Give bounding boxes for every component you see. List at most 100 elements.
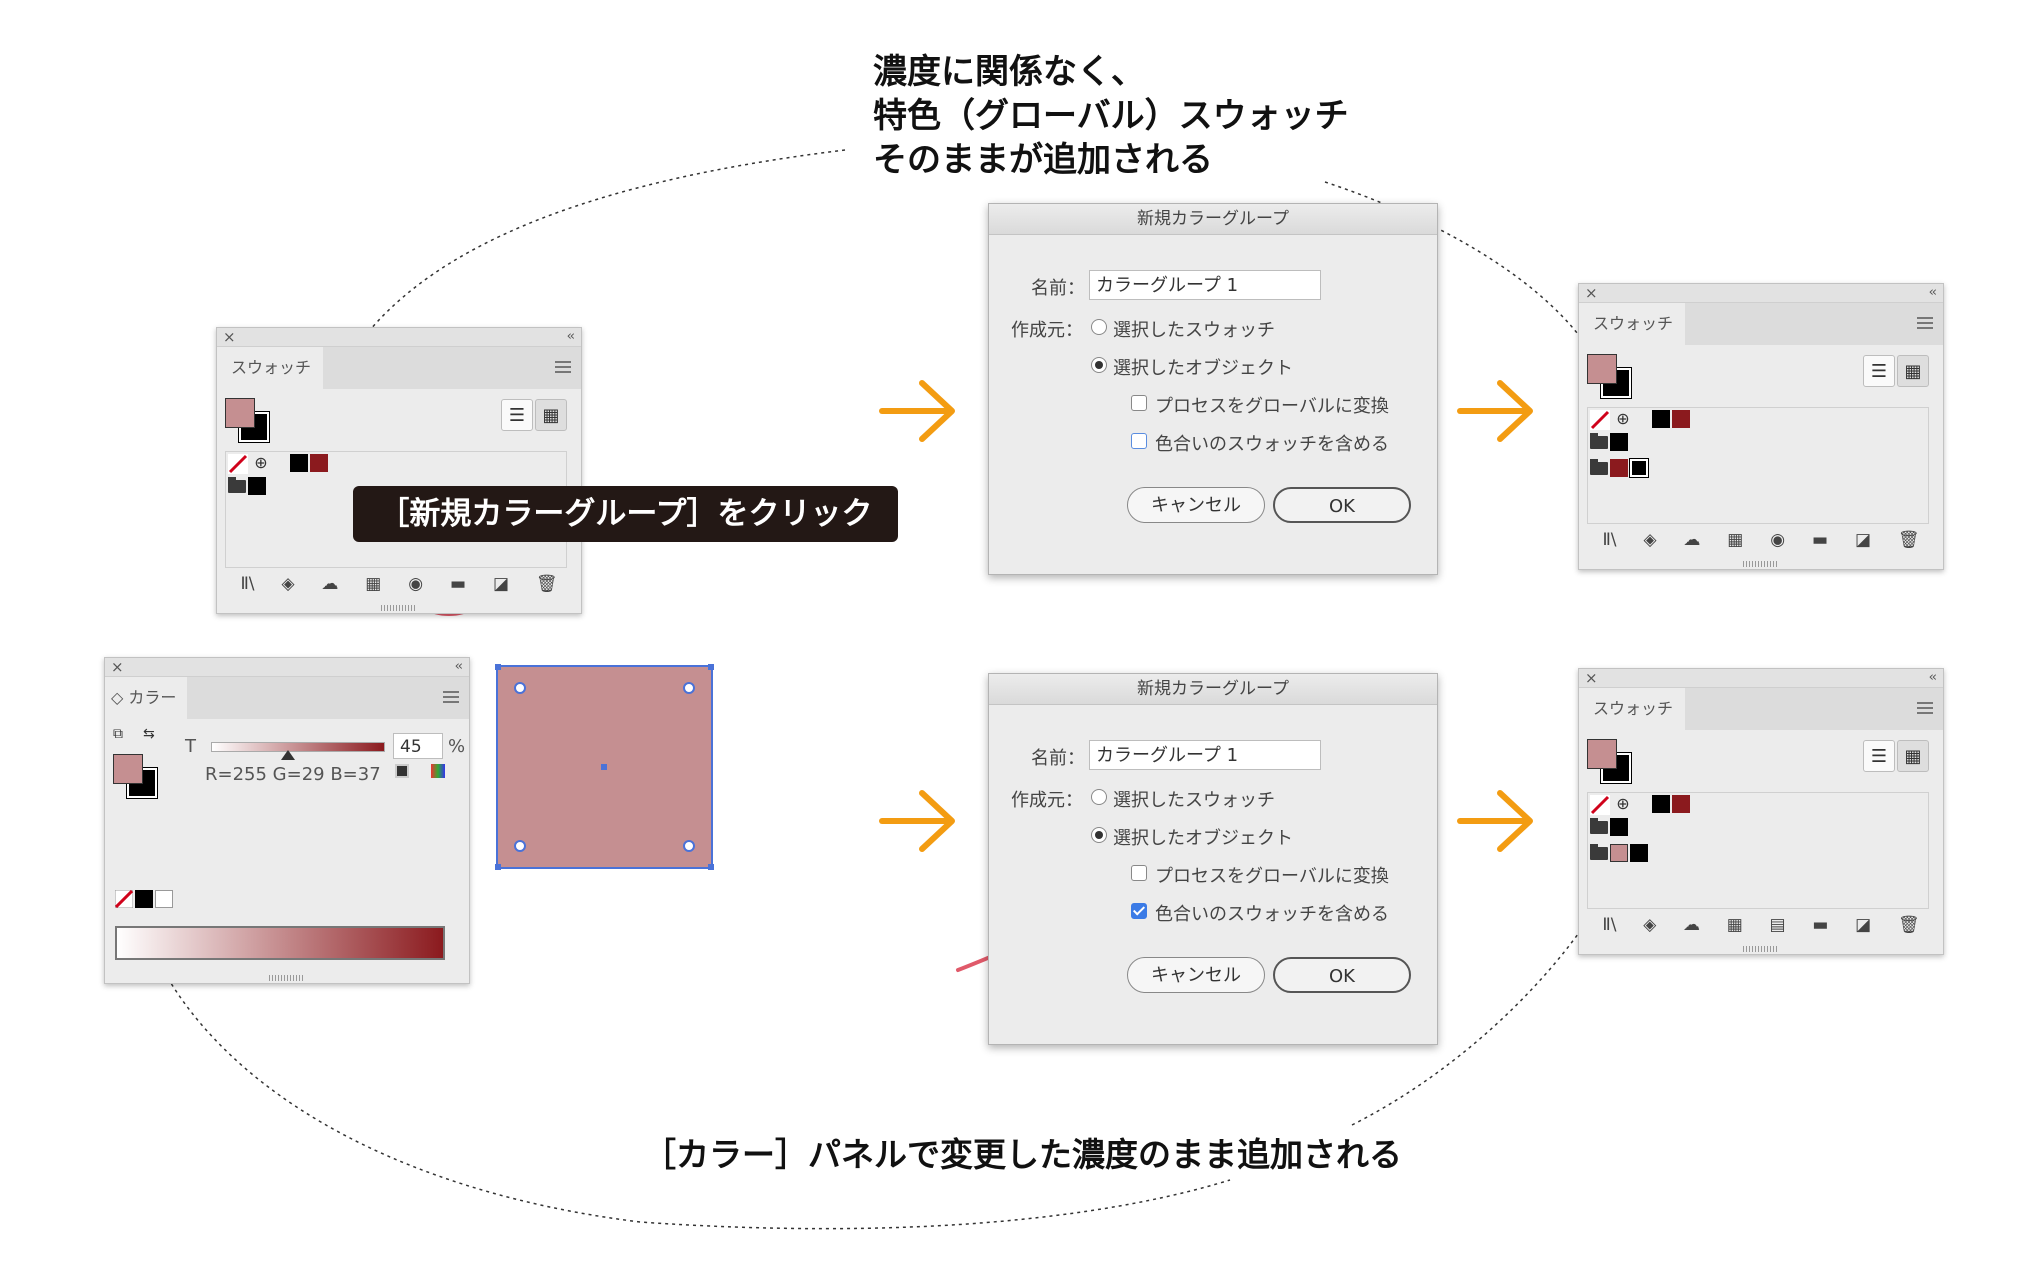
spot-red-swatch[interactable] bbox=[310, 454, 328, 472]
none-color-icon[interactable] bbox=[115, 890, 133, 908]
fill-swatch[interactable] bbox=[1587, 354, 1617, 384]
color-wheel-icon[interactable]: ◉ bbox=[408, 574, 424, 594]
tint-slider[interactable] bbox=[211, 742, 385, 752]
registration-swatch[interactable]: ⊕ bbox=[1616, 794, 1630, 813]
panel-menu-icon[interactable] bbox=[1917, 702, 1933, 714]
tab-swatches[interactable]: スウォッチ bbox=[1579, 303, 1685, 345]
new-color-group-icon[interactable]: ▬ bbox=[1812, 915, 1829, 935]
none-swatch[interactable] bbox=[228, 454, 248, 474]
fill-stroke-widget[interactable] bbox=[1587, 354, 1632, 399]
corner-widget[interactable] bbox=[514, 840, 526, 852]
corner-handle[interactable] bbox=[495, 664, 501, 670]
swatch-list-icon[interactable]: ▤ bbox=[1769, 915, 1786, 935]
tint-value-input[interactable]: 45 bbox=[393, 733, 443, 759]
corner-handle[interactable] bbox=[708, 664, 714, 670]
close-icon[interactable]: × bbox=[1585, 669, 1598, 687]
swatch-options-icon[interactable]: ▦ bbox=[365, 574, 382, 594]
fill-stroke-widget[interactable] bbox=[113, 754, 158, 799]
default-colors-icon[interactable]: ⧉ bbox=[113, 726, 123, 742]
black-quick-swatch[interactable] bbox=[135, 890, 153, 908]
new-swatch-icon[interactable]: ◪ bbox=[492, 574, 509, 594]
group-black-swatch[interactable] bbox=[1610, 433, 1628, 451]
white-quick-swatch[interactable] bbox=[155, 890, 173, 908]
cancel-button[interactable]: キャンセル bbox=[1127, 957, 1265, 993]
radio-selected-objects[interactable] bbox=[1091, 357, 1107, 373]
cloud-icon[interactable]: ☁ bbox=[1683, 530, 1701, 550]
new-group-black-swatch[interactable] bbox=[1629, 458, 1649, 478]
grid-view-icon[interactable]: ▦ bbox=[1897, 740, 1929, 772]
corner-widget[interactable] bbox=[683, 840, 695, 852]
library-icon[interactable]: Ⅱ\ bbox=[240, 574, 255, 594]
show-kinds-icon[interactable]: ◈ bbox=[1643, 915, 1657, 935]
panel-menu-icon[interactable] bbox=[443, 691, 459, 703]
spot-red-swatch[interactable] bbox=[1672, 410, 1690, 428]
registration-swatch[interactable]: ⊕ bbox=[1616, 409, 1630, 428]
close-icon[interactable]: × bbox=[111, 658, 124, 676]
new-swatch-icon[interactable]: ◪ bbox=[1854, 530, 1871, 550]
checkbox-include-tints[interactable] bbox=[1131, 433, 1147, 449]
name-input[interactable]: カラーグループ 1 bbox=[1089, 270, 1321, 300]
out-of-gamut-icon[interactable] bbox=[395, 764, 409, 778]
spot-red-swatch[interactable] bbox=[1672, 795, 1690, 813]
new-group-spot-swatch[interactable] bbox=[1610, 459, 1628, 477]
new-color-group-icon[interactable]: ▬ bbox=[449, 574, 467, 594]
trash-icon[interactable]: 🗑 bbox=[535, 574, 558, 594]
resize-grip[interactable] bbox=[1743, 561, 1779, 567]
group-black-swatch[interactable] bbox=[1610, 818, 1628, 836]
fill-swatch[interactable] bbox=[225, 398, 255, 428]
checkbox-convert-global[interactable] bbox=[1131, 865, 1147, 881]
tint-slider-thumb[interactable] bbox=[281, 750, 296, 760]
radio-selected-objects[interactable] bbox=[1091, 827, 1107, 843]
cloud-icon[interactable]: ☁ bbox=[321, 574, 339, 594]
group-black-swatch[interactable] bbox=[248, 477, 266, 495]
grid-view-icon[interactable]: ▦ bbox=[535, 399, 567, 431]
swap-colors-icon[interactable]: ⇆ bbox=[143, 726, 155, 742]
collapse-icon[interactable]: ‹‹ bbox=[1928, 670, 1938, 685]
cloud-icon[interactable]: ☁ bbox=[1683, 915, 1701, 935]
ok-button[interactable]: OK bbox=[1273, 957, 1411, 993]
corner-widget[interactable] bbox=[683, 682, 695, 694]
new-group-tint-swatch[interactable] bbox=[1610, 844, 1628, 862]
black-swatch[interactable] bbox=[290, 454, 308, 472]
black-swatch[interactable] bbox=[1652, 410, 1670, 428]
grid-view-icon[interactable]: ▦ bbox=[1897, 355, 1929, 387]
resize-grip[interactable] bbox=[269, 975, 305, 981]
library-icon[interactable]: Ⅱ\ bbox=[1602, 915, 1617, 935]
corner-handle[interactable] bbox=[708, 864, 714, 870]
trash-icon[interactable]: 🗑 bbox=[1897, 530, 1920, 550]
resize-grip[interactable] bbox=[381, 605, 417, 611]
show-kinds-icon[interactable]: ◈ bbox=[1643, 530, 1657, 550]
fill-swatch[interactable] bbox=[1587, 739, 1617, 769]
ok-button[interactable]: OK bbox=[1273, 487, 1411, 523]
new-color-group-icon[interactable]: ▬ bbox=[1811, 530, 1829, 550]
swatch-options-icon[interactable]: ▦ bbox=[1727, 530, 1744, 550]
corner-widget[interactable] bbox=[514, 682, 526, 694]
checkbox-convert-global[interactable] bbox=[1131, 395, 1147, 411]
radio-selected-swatches[interactable] bbox=[1091, 319, 1107, 335]
spectrum-mode-icon[interactable] bbox=[431, 764, 445, 778]
show-kinds-icon[interactable]: ◈ bbox=[281, 574, 295, 594]
registration-swatch[interactable]: ⊕ bbox=[254, 453, 268, 472]
cancel-button[interactable]: キャンセル bbox=[1127, 487, 1265, 523]
resize-grip[interactable] bbox=[1743, 946, 1779, 952]
close-icon[interactable]: × bbox=[223, 328, 236, 346]
tab-swatches[interactable]: スウォッチ bbox=[217, 347, 323, 389]
fill-stroke-widget[interactable] bbox=[225, 398, 270, 443]
tint-ramp[interactable] bbox=[115, 926, 445, 960]
list-view-icon[interactable]: ☰ bbox=[501, 399, 533, 431]
fill-swatch[interactable] bbox=[113, 754, 143, 784]
tab-color[interactable]: ◇ カラー bbox=[105, 677, 187, 719]
new-group-black-swatch[interactable] bbox=[1630, 844, 1648, 862]
collapse-icon[interactable]: ‹‹ bbox=[1928, 285, 1938, 300]
panel-menu-icon[interactable] bbox=[555, 361, 571, 373]
none-swatch[interactable] bbox=[1590, 410, 1610, 430]
checkbox-include-tints[interactable] bbox=[1131, 903, 1147, 919]
corner-handle[interactable] bbox=[495, 864, 501, 870]
list-view-icon[interactable]: ☰ bbox=[1863, 355, 1895, 387]
library-icon[interactable]: Ⅱ\ bbox=[1602, 530, 1617, 550]
color-wheel-icon[interactable]: ◉ bbox=[1770, 530, 1786, 550]
selected-rectangle[interactable] bbox=[495, 664, 714, 870]
list-view-icon[interactable]: ☰ bbox=[1863, 740, 1895, 772]
tab-swatches[interactable]: スウォッチ bbox=[1579, 688, 1685, 730]
black-swatch[interactable] bbox=[1652, 795, 1670, 813]
